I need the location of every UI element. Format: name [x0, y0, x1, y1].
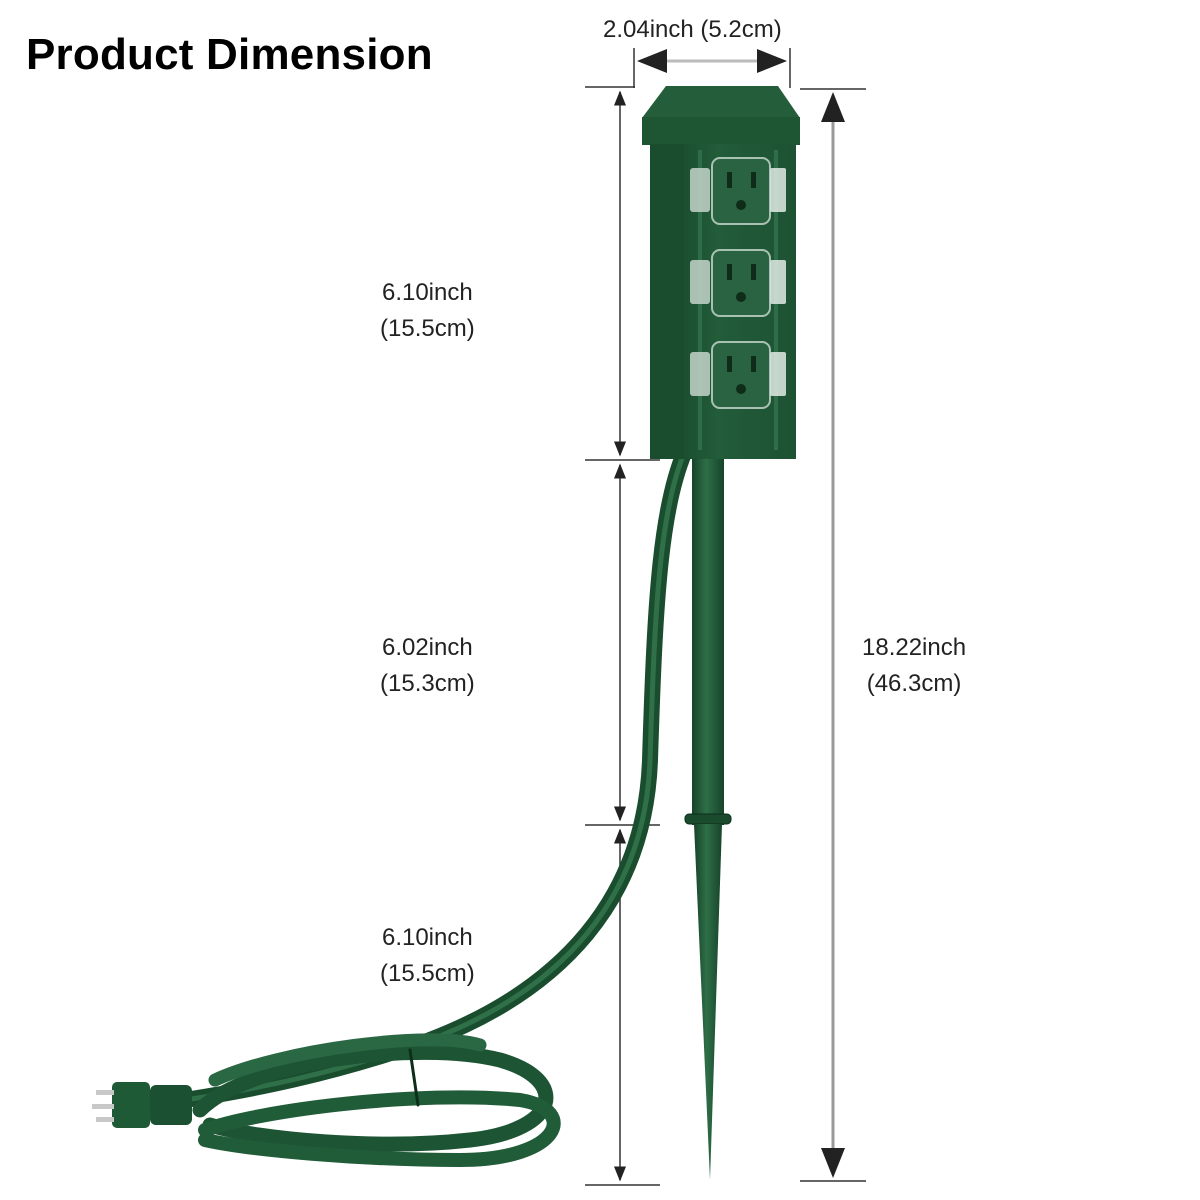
- stake-lower-cm: (15.5cm): [380, 960, 475, 987]
- stake-upper-inch: 6.02inch: [381, 634, 473, 661]
- width-dimension-label: 2.04inch (5.2cm): [603, 12, 782, 48]
- plug: [92, 1082, 192, 1128]
- power-cord: [177, 432, 698, 1168]
- stake-upper-cm: (15.3cm): [380, 670, 475, 697]
- box-height-inch: 6.10inch: [381, 279, 473, 306]
- width-dimension-line: [633, 48, 791, 88]
- total-height-cm: (46.3cm): [866, 670, 962, 697]
- box-height-cm: (15.5cm): [380, 315, 475, 342]
- total-height-dimension-line: [800, 88, 866, 1182]
- page-title: Product Dimension: [26, 30, 433, 79]
- total-height-inch: 18.22inch: [862, 634, 967, 661]
- total-height-label: 18.22inch (46.3cm): [862, 630, 966, 702]
- stake-lower-inch: 6.10inch: [381, 924, 473, 951]
- box-height-label: 6.10inch (15.5cm): [380, 275, 475, 347]
- outlet-2: [690, 249, 786, 317]
- ground-stake: [684, 455, 732, 1180]
- width-value: 2.04inch (5.2cm): [603, 16, 782, 43]
- outlet-3: [690, 341, 786, 409]
- outlet-1: [690, 157, 786, 225]
- stake-lower-label: 6.10inch (15.5cm): [380, 920, 475, 992]
- stake-upper-label: 6.02inch (15.3cm): [380, 630, 475, 702]
